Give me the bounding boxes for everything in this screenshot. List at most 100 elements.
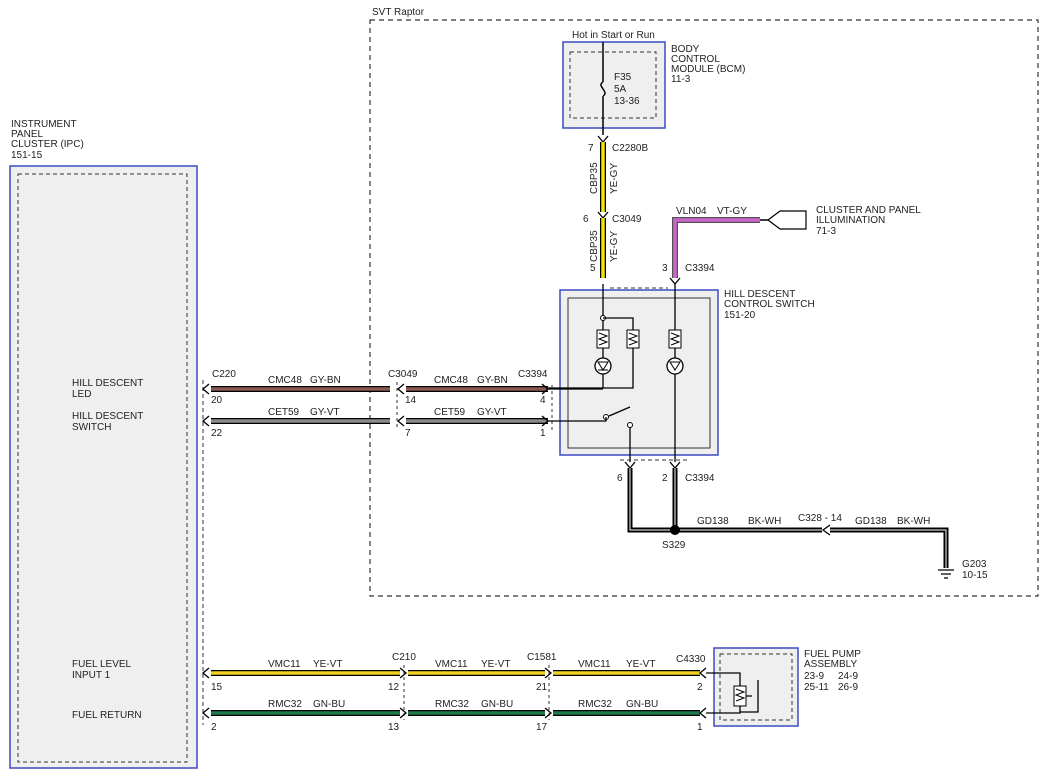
fuel-pump-wire-return: [706, 706, 741, 714]
c210-pin12: 12: [388, 682, 400, 693]
ipc-fuel-level-2: INPUT 1: [72, 670, 111, 681]
rmc32-b-circuit: RMC32: [435, 699, 469, 710]
c2280b-pin: 7: [588, 143, 594, 154]
hdc-illum-lamp-icon: [666, 357, 684, 375]
splice-s329: [670, 525, 680, 535]
power-label: Hot in Start or Run: [572, 30, 655, 41]
gd138-b-color: BK-WH: [897, 516, 930, 527]
gd138-a-color: BK-WH: [748, 516, 781, 527]
hdc-illum-lamp-diode: [669, 361, 681, 371]
c3394-bot-label: C3394: [685, 473, 715, 484]
cbp35-lower-circuit: CBP35: [589, 230, 600, 262]
c3394-bot-arrow-6: [624, 461, 636, 470]
ipc-hd-sw-2: SWITCH: [72, 422, 111, 433]
rmc32-a-circuit: RMC32: [268, 699, 302, 710]
fuel-pump-inner-dashed: [719, 653, 793, 721]
cet59-a-circuit: CET59: [268, 407, 300, 418]
c220-arrow-20: [201, 383, 210, 395]
gd138-wire-pin6: [627, 468, 675, 533]
cmc48-a-color: GY-BN: [310, 375, 341, 386]
c210-arrow-13: [399, 707, 408, 719]
ipc-name-2: PANEL: [11, 129, 43, 140]
vmc11-a-color: YE-VT: [313, 659, 342, 670]
c3049-mid-arrow-7: [396, 415, 405, 427]
ipc-fuel-level-1: FUEL LEVEL: [72, 659, 132, 670]
cluster-illum-ref: 71-3: [816, 226, 836, 237]
vln04-wire: [673, 218, 760, 278]
fuel-pump-module: [713, 647, 799, 727]
hdc-led-icon: [594, 357, 612, 375]
c4330-arrow-1: [698, 707, 707, 719]
vln04-color: VT-GY: [717, 206, 747, 217]
fuel-pump-name-1: FUEL PUMP: [804, 649, 861, 660]
ground-ref: 10-15: [962, 570, 988, 581]
c1581-label: C1581: [527, 652, 557, 663]
vmc11-c-circuit: VMC11: [578, 659, 611, 670]
hdc-int-branch: [603, 317, 634, 330]
hdc-resistor2-zig: [627, 332, 639, 346]
svt-raptor-label: SVT Raptor: [372, 7, 425, 18]
c328-arrow: [821, 524, 831, 536]
hdc-resistor2-out: [548, 348, 634, 389]
cbp35-upper-color: YE-GY: [609, 163, 620, 194]
fuel-pump-ref-1b: 24-9: [838, 671, 858, 682]
cluster-illum-name-2: ILLUMINATION: [816, 215, 885, 226]
c220-arrow-22: [201, 415, 210, 427]
c3394-bot-pin6: 6: [617, 473, 623, 484]
bcm-module-box: [562, 41, 666, 129]
c3049-mid-pin7: 7: [405, 428, 411, 439]
cbp35-lower-color: YE-GY: [609, 231, 620, 262]
c3049-top-pin-in: 6: [583, 214, 589, 225]
c3394-top-pin: 3: [662, 263, 668, 274]
ground-name: G203: [962, 559, 987, 570]
rmc32-a-color: GN-BU: [313, 699, 345, 710]
ipc-arrow-2: [201, 707, 210, 719]
c4330-pin1: 1: [697, 722, 703, 733]
cet59-b-color: GY-VT: [477, 407, 507, 418]
c1581-pin21: 21: [536, 682, 548, 693]
fuse-f35-symbol: [600, 81, 606, 97]
c3049-top-label: C3049: [612, 214, 642, 225]
c2280b-label: C2280B: [612, 143, 648, 154]
c220-label: C220: [212, 369, 236, 380]
c3394-bot-pin2: 2: [662, 473, 668, 484]
gd138-a-circuit: GD138: [697, 516, 729, 527]
hdc-switch-name-1: HILL DESCENT: [724, 289, 795, 300]
fuel-level-sender-wiper: [740, 680, 759, 713]
ipc-ref: 151-15: [11, 150, 43, 161]
fuse-ref: 13-36: [614, 96, 640, 107]
vln04-circuit: VLN04: [676, 206, 707, 217]
gd138-wire-b: [830, 527, 949, 568]
fuel-pump-wire-in: [706, 672, 741, 686]
fuse-amp: 5A: [614, 84, 627, 95]
ipc-arrow-15: [201, 667, 210, 679]
fuel-pump-ref-2a: 25-11: [804, 682, 829, 693]
fuel-pump-ref-1a: 23-9: [804, 671, 824, 682]
bcm-ref: 11-3: [671, 74, 691, 85]
ipc-name-1: INSTRUMENT: [11, 119, 77, 130]
ground-g203-icon: [938, 569, 954, 579]
c4330-label: C4330: [676, 654, 706, 665]
c1581-pin17: 17: [536, 722, 548, 733]
ipc-name-3: CLUSTER (IPC): [11, 139, 84, 150]
hdc-switch-blade: [608, 406, 631, 417]
c4330-arrow-2: [698, 667, 707, 679]
cet59-a-color: GY-VT: [310, 407, 340, 418]
c1581-arrow-17: [544, 707, 553, 719]
ipc-hd-led-1: HILL DESCENT: [72, 378, 143, 389]
vmc11-b-circuit: VMC11: [435, 659, 468, 670]
rmc32-b-color: GN-BU: [481, 699, 513, 710]
ipc-pin2: 2: [211, 722, 217, 733]
c3394-mid-pin1: 1: [540, 428, 546, 439]
rmc32-c-color: GN-BU: [626, 699, 658, 710]
cet59-b-circuit: CET59: [434, 407, 466, 418]
hdc-illum-resistor-zig: [669, 332, 681, 346]
c3394-top-arrow: [669, 277, 681, 286]
rmc32-c-circuit: RMC32: [578, 699, 612, 710]
bcm-name-2: CONTROL: [671, 54, 720, 65]
gd138-wire-pin6-stripe: [629, 468, 675, 531]
cmc48-b-circuit: CMC48: [434, 375, 468, 386]
splice-label: S329: [662, 540, 686, 551]
vmc11-a-circuit: VMC11: [268, 659, 301, 670]
